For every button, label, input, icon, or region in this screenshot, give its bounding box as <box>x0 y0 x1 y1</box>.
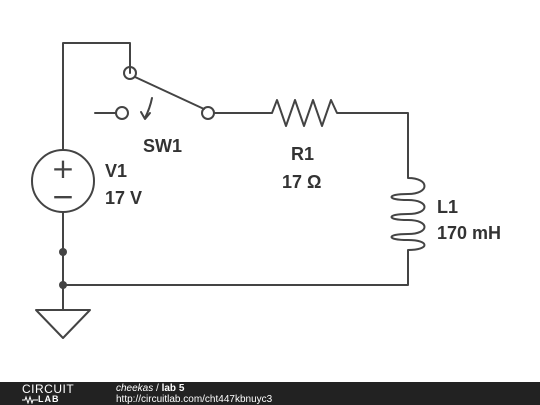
resistor-value: 17 Ω <box>282 172 321 192</box>
inductor-label: L1 <box>437 197 458 217</box>
source-label: V1 <box>105 161 127 181</box>
junction-dot <box>59 281 67 289</box>
logo-text-top: CIRCUIT <box>22 382 75 396</box>
junction-dot <box>59 248 67 256</box>
ground-symbol <box>35 309 91 339</box>
wire-top-left <box>62 42 131 151</box>
author-title-line: cheekas / lab 5 <box>116 383 184 394</box>
inductor-l1 <box>390 169 426 259</box>
author-name[interactable]: cheekas <box>116 383 154 394</box>
circuit-title[interactable]: lab 5 <box>161 383 185 394</box>
switch-sw1 <box>115 66 215 120</box>
path-separator: / <box>153 383 162 394</box>
wire-inductor-bottom <box>62 257 409 286</box>
logo-wave-icon <box>22 395 38 404</box>
resistor-label: R1 <box>291 144 314 164</box>
voltage-source-v1: + − <box>31 149 95 213</box>
switch-label: SW1 <box>143 136 182 156</box>
logo-text-bottom: LAB <box>38 394 60 404</box>
inductor-value: 170 mH <box>437 223 501 243</box>
source-value: 17 V <box>105 188 142 208</box>
circuit-url[interactable]: http://circuitlab.com/cht447kbnuyc3 <box>116 394 273 405</box>
resistor-r1 <box>264 99 346 127</box>
circuitlab-logo: CIRCUIT LAB <box>0 382 98 405</box>
circuit-schematic: SW1 R1 17 Ω L1 170 mH + − V1 17 V <box>31 42 501 339</box>
minus-sign: − <box>51 180 74 213</box>
footer-bar: CIRCUIT LAB cheekas / lab 5 http://circu… <box>0 382 540 405</box>
wire-resistor-to-inductor <box>344 112 409 171</box>
plus-sign: + <box>51 152 74 185</box>
